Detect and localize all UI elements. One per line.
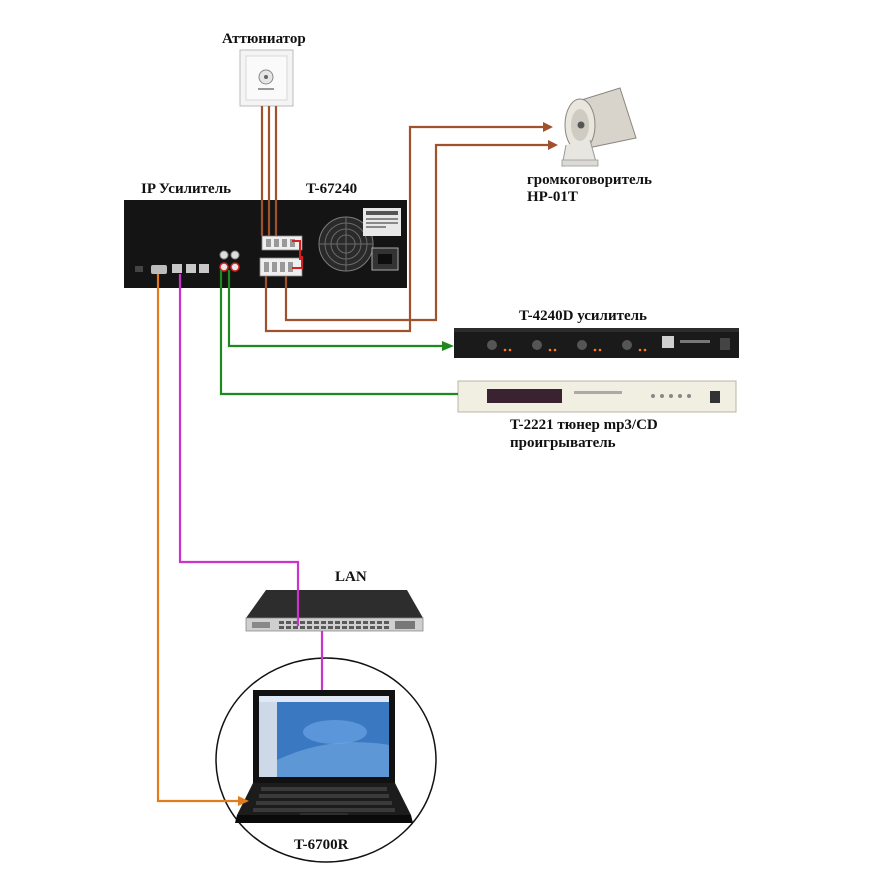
cable-serial [156,274,238,803]
serial-arrow [238,796,249,806]
cable-network [178,274,324,690]
amplifier-t4240d-label: T-4240D усилитель [519,308,647,324]
attenuator-device [239,49,294,107]
laptop-device [215,657,437,863]
speaker-arrow-1 [543,122,553,132]
tuner-label-line1: T-2221 тюнер mp3/CD [510,417,658,433]
speaker-arrow-2 [548,140,558,150]
speaker-label-line2: HP-01T [527,189,578,205]
cable-line-out [219,270,458,396]
cable-speaker [264,125,548,333]
ip-amplifier [124,200,407,288]
lan-switch [245,590,424,632]
ip-amplifier-label: IP Усилитель [141,181,232,197]
lan-label: LAN [335,569,367,585]
tuner-label-line2: проигрыватель [510,435,616,451]
laptop-label: T-6700R [294,837,349,853]
horn-speaker [561,87,637,167]
amplifier-t4240d [454,328,739,358]
attenuator-label: Аттюниатор [222,31,306,47]
speaker-label-line1: громкоговоритель [527,172,652,188]
ip-amplifier-model-label: T-67240 [306,181,358,197]
cable-attenuator [260,106,278,236]
tuner-t2221 [457,380,737,413]
line-out-arrow [442,341,454,351]
